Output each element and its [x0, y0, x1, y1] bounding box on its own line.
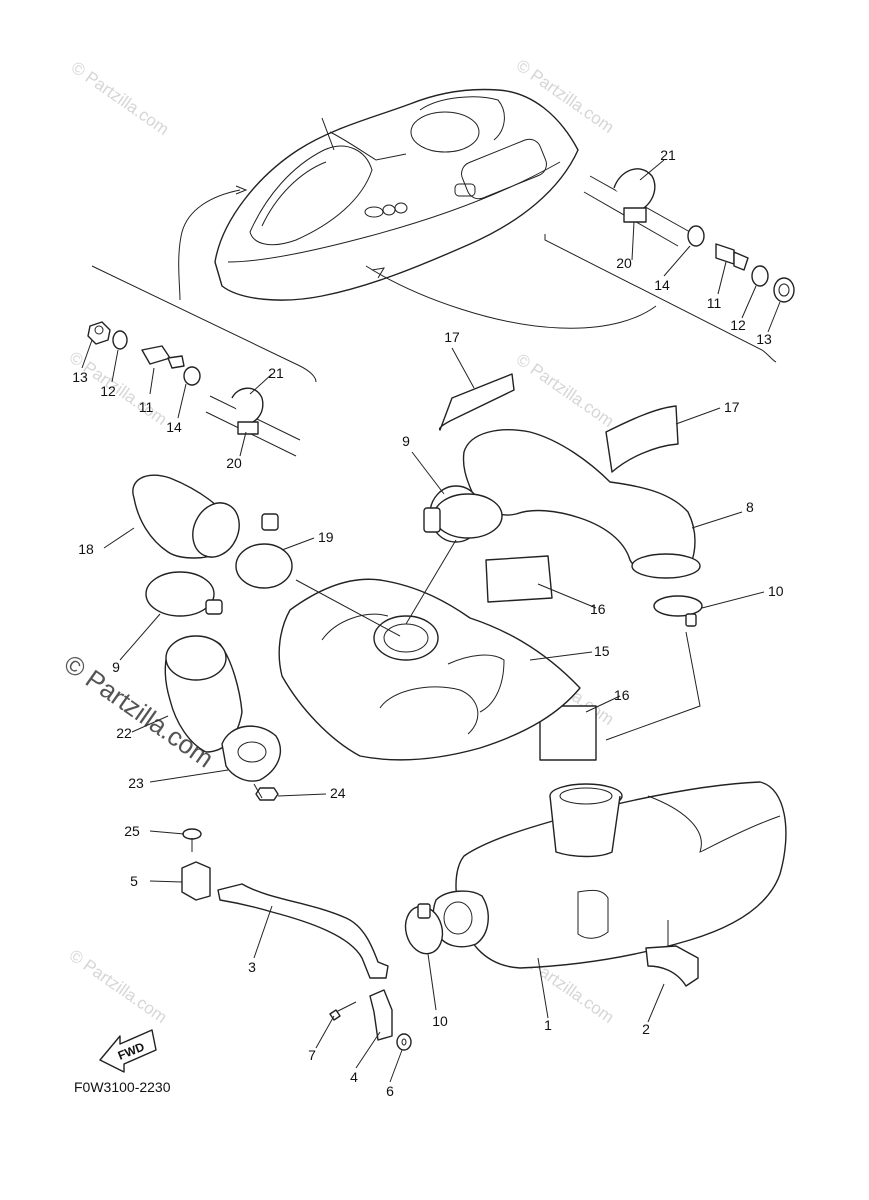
- elbow-22: [164, 635, 243, 753]
- callout-21-right: 21: [660, 147, 676, 163]
- fwd-arrow: FWD: [99, 1029, 157, 1073]
- callout-15: 15: [594, 643, 610, 659]
- pad-16-upper: [485, 555, 553, 603]
- bracket-4: [369, 989, 393, 1041]
- callout-21-left: 21: [268, 365, 284, 381]
- callout-24: 24: [330, 785, 346, 801]
- callout-20-left: 20: [226, 455, 242, 471]
- chamber-15: [278, 578, 581, 761]
- clamp-9-lower: [145, 571, 223, 617]
- callout-17-right: 17: [724, 399, 740, 415]
- clip-5: [181, 861, 211, 901]
- callout-16-upper: 16: [590, 601, 606, 617]
- pin-7: [329, 1001, 357, 1021]
- callout-11-left: 11: [139, 399, 154, 415]
- callout-22: 22: [116, 725, 132, 741]
- callout-9-upper: 9: [402, 433, 410, 449]
- seal-17-right: [605, 405, 679, 473]
- callout-17-left: 17: [444, 329, 460, 345]
- elbow-18: [132, 474, 240, 559]
- callout-6: 6: [386, 1083, 394, 1099]
- callout-5: 5: [130, 873, 138, 889]
- callout-23: 23: [128, 775, 144, 791]
- callout-10-lower: 10: [432, 1013, 448, 1029]
- callout-3: 3: [248, 959, 256, 975]
- callouts: 1 2 3 4 5 6 7 8 9 9 10 10 11 11 12 12 13…: [72, 147, 784, 1099]
- detail-bracket-right: [544, 234, 777, 363]
- seal-17-left: [438, 373, 515, 431]
- callout-19: 19: [318, 529, 334, 545]
- callout-4: 4: [350, 1069, 358, 1085]
- callout-20-right: 20: [616, 255, 632, 271]
- callout-13-left: 13: [72, 369, 88, 385]
- callout-10-upper: 10: [768, 583, 784, 599]
- screw-25: [182, 828, 202, 852]
- watermark: © Partzilla.com: [66, 946, 171, 1027]
- callout-12-right: 12: [730, 317, 746, 333]
- callout-7: 7: [308, 1047, 316, 1063]
- fitting-cluster-left: [87, 321, 301, 457]
- callout-16-lower: 16: [614, 687, 630, 703]
- callout-14-left: 14: [166, 419, 182, 435]
- callout-2: 2: [642, 1021, 650, 1037]
- watermark: © Partzilla.com: [513, 350, 618, 431]
- callout-9-lower: 9: [112, 659, 120, 675]
- watermark: © Partzilla.com: [68, 58, 173, 139]
- callout-13-right: 13: [756, 331, 772, 347]
- callout-11-right: 11: [707, 295, 722, 311]
- callout-25: 25: [124, 823, 140, 839]
- gasket-23: [221, 725, 281, 782]
- leader-lines: [81, 159, 781, 1083]
- clamp-10-upper: [653, 595, 703, 627]
- detail-bracket-left: [91, 265, 317, 383]
- clamp-9-upper: [423, 493, 503, 539]
- callout-1: 1: [544, 1017, 552, 1033]
- clamp-10-lower: [404, 903, 444, 955]
- diagram-code: F0W3100-2230: [74, 1079, 171, 1095]
- callout-18: 18: [78, 541, 94, 557]
- fitting-cluster-right: [583, 168, 795, 303]
- bracket-2: [645, 945, 699, 987]
- washer-6: [396, 1033, 412, 1051]
- watercraft-illustration: [178, 88, 657, 329]
- clamp-19: [235, 513, 293, 589]
- muffler-1: [432, 781, 787, 969]
- strap-3: [217, 883, 389, 979]
- callout-8: 8: [746, 499, 754, 515]
- callout-12-left: 12: [100, 383, 116, 399]
- callout-14-right: 14: [654, 277, 670, 293]
